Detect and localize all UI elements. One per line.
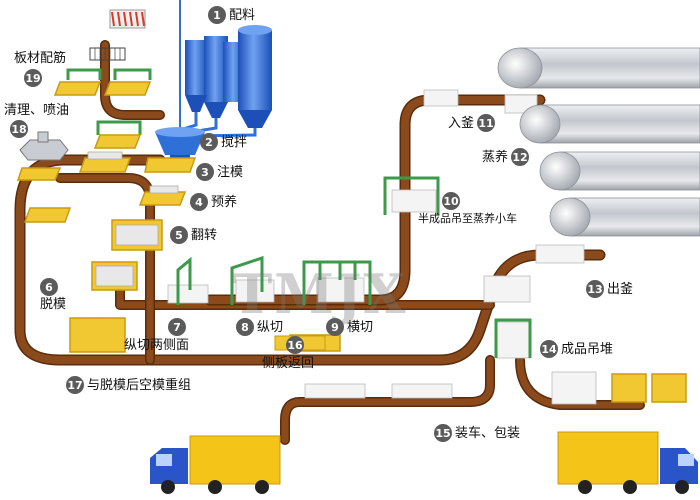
top-rebar-track: [100, 40, 165, 120]
step-text: 清理、喷油: [4, 103, 70, 118]
step-number-badge: 1: [208, 6, 226, 24]
step-3-label: 3 注模: [196, 163, 243, 181]
step-number-badge: 15: [434, 424, 452, 442]
step-8-label: 8 纵切: [236, 318, 283, 336]
step-text: 半成品吊至蒸养小车: [418, 212, 517, 225]
step-16-label: 16 侧板返回: [262, 336, 314, 370]
step-text: 蒸养: [482, 149, 509, 165]
step-4-label: 4 预养: [190, 193, 237, 211]
step-7-label: 7 纵切两侧面: [124, 318, 189, 352]
step-number-badge: 14: [540, 340, 558, 358]
step-2-label: 2 搅拌: [200, 133, 247, 151]
step-number-badge: 18: [10, 120, 28, 138]
step-14-label: 14 成品吊堆: [540, 340, 613, 358]
step-number-badge: 13: [586, 280, 604, 298]
green-racks: [66, 68, 440, 215]
truck-left: [150, 435, 281, 494]
step-number-badge: 16: [286, 336, 304, 354]
step-number-badge: 11: [477, 114, 496, 132]
step-number-badge: 6: [40, 278, 58, 296]
step-text: 预养: [211, 194, 238, 210]
step-text: 出釜: [607, 281, 634, 297]
rebar-machine: [89, 9, 146, 61]
step-1-label: 1 配料: [208, 6, 255, 24]
step-19-label: 板材配筋 19: [14, 52, 66, 87]
step-12-label: 蒸养 12: [482, 148, 530, 166]
step-number-badge: 5: [170, 226, 188, 244]
step-17-label: 17 与脱模后空模重组: [66, 376, 191, 394]
step-number-badge: 3: [196, 163, 214, 181]
step-text: 装车、包装: [455, 425, 521, 441]
step-13-label: 13 出釜: [586, 280, 633, 298]
step-number-badge: 9: [326, 318, 344, 336]
step-text: 侧板返回: [262, 356, 315, 371]
step-number-badge: 19: [24, 69, 42, 87]
step-10-label: 10 半成品吊至蒸养小车: [418, 192, 517, 224]
step-5-label: 5 翻转: [170, 226, 217, 244]
step-6-label: 6 脱模: [40, 278, 66, 311]
batching-silos: [179, 0, 272, 138]
cutting-gantries: [176, 255, 532, 358]
step-text: 脱模: [40, 297, 67, 312]
watermark: TMJX: [232, 262, 408, 326]
step-number-badge: 12: [511, 148, 530, 166]
step-number-badge: 2: [200, 133, 218, 151]
step-9-label: 9 横切: [326, 318, 373, 336]
step-text: 搅拌: [221, 134, 248, 150]
step-text: 横切: [347, 319, 374, 335]
step-11-label: 入釜 11: [448, 114, 496, 132]
step-number-badge: 10: [442, 192, 460, 210]
step-text: 板材配筋: [14, 51, 67, 66]
step-text: 纵切两侧面: [124, 338, 190, 353]
step-text: 成品吊堆: [561, 341, 614, 357]
step-15-label: 15 装车、包装: [434, 424, 520, 442]
truck-right: [557, 431, 698, 494]
mold-trays: [16, 81, 687, 403]
step-18-label: 清理、喷油 18: [4, 104, 69, 138]
step-number-badge: 4: [190, 193, 208, 211]
cleaning-machine: [19, 131, 69, 161]
step-text: 与脱模后空模重组: [87, 377, 192, 393]
step-text: 入釜: [448, 115, 475, 131]
step-number-badge: 7: [168, 318, 186, 336]
step-text: 纵切: [257, 319, 284, 335]
step-number-badge: 17: [66, 376, 84, 394]
step-number-badge: 8: [236, 318, 254, 336]
step-text: 翻转: [191, 227, 218, 243]
autoclaves: [497, 47, 700, 237]
step-text: 配料: [229, 7, 256, 23]
step-text: 注模: [217, 164, 244, 180]
